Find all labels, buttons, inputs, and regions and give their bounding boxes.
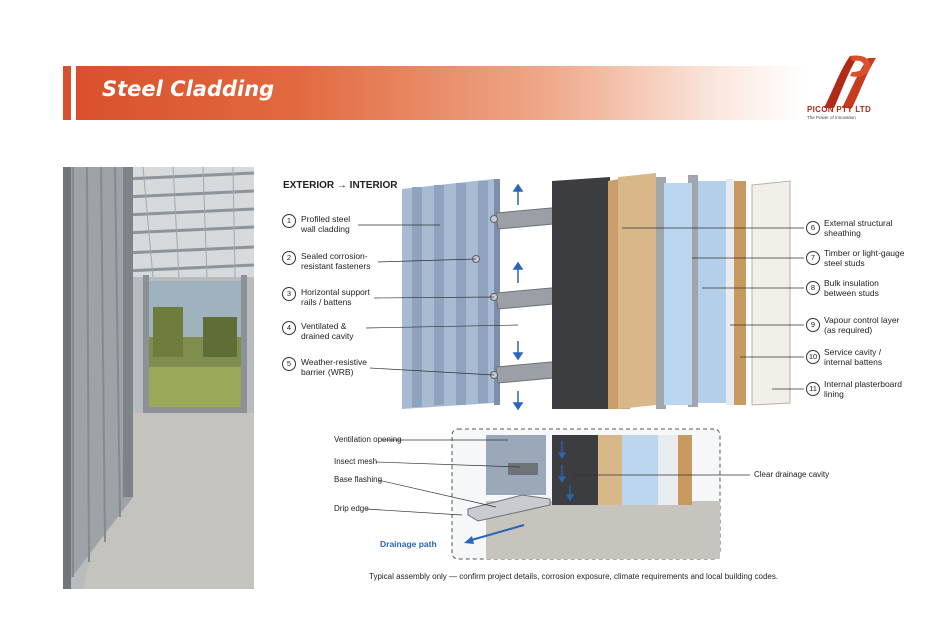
callout-number: 7 xyxy=(806,251,820,265)
cladding-assembly-diagram: EXTERIOR → INTERIOR 1 Profiled steel wal… xyxy=(272,165,912,590)
callout-number: 3 xyxy=(282,287,296,301)
label-vapour-layer: Vapour control layer (as required) xyxy=(824,315,900,335)
direction-heading: EXTERIOR → INTERIOR xyxy=(283,180,398,191)
title-accent-bar xyxy=(63,66,71,120)
callout-number: 1 xyxy=(282,214,296,228)
callout-number: 2 xyxy=(282,251,296,265)
title-banner xyxy=(76,66,806,120)
callout-number: 9 xyxy=(806,318,820,332)
label-insect-mesh: Insect mesh xyxy=(334,457,378,466)
label-ventilation-opening: Ventilation opening xyxy=(334,435,402,444)
callout-number: 4 xyxy=(282,321,296,335)
label-support-rails: Horizontal support rails / battens xyxy=(301,287,370,307)
label-drainage-path: Drainage path xyxy=(380,539,437,549)
label-studs: Timber or light-gauge steel studs xyxy=(824,248,905,268)
picon-logo-icon xyxy=(824,55,876,108)
callout-number: 5 xyxy=(282,357,296,371)
label-wrb: Weather-resistive barrier (WRB) xyxy=(301,357,367,377)
label-profiled-steel: Profiled steel wall cladding xyxy=(301,214,351,234)
callout-number: 10 xyxy=(806,350,820,364)
logo-company-name: PICON PTY LTD xyxy=(807,105,872,114)
footnote: Typical assembly only — confirm project … xyxy=(369,572,779,581)
slide-title: Steel Cladding xyxy=(102,77,275,101)
label-base-flashing: Base flashing xyxy=(334,475,383,484)
label-cavity: Ventilated & drained cavity xyxy=(301,321,354,341)
label-sheathing: External structural sheathing xyxy=(824,218,893,238)
label-insulation: Bulk insulation between studs xyxy=(824,278,879,298)
logo-tagline: The Power of Innovation xyxy=(807,115,856,120)
label-drip-edge: Drip edge xyxy=(334,504,369,513)
construction-photo xyxy=(63,167,254,589)
callout-number: 11 xyxy=(806,382,820,396)
label-service-cavity: Service cavity / internal battens xyxy=(824,347,883,367)
label-plasterboard: Internal plasterboard lining xyxy=(824,379,902,399)
callout-number: 8 xyxy=(806,281,820,295)
callout-number: 6 xyxy=(806,221,820,235)
label-fasteners: Sealed corrosion- resistant fasteners xyxy=(301,251,371,271)
label-drainage-cavity: Clear drainage cavity xyxy=(754,470,830,479)
